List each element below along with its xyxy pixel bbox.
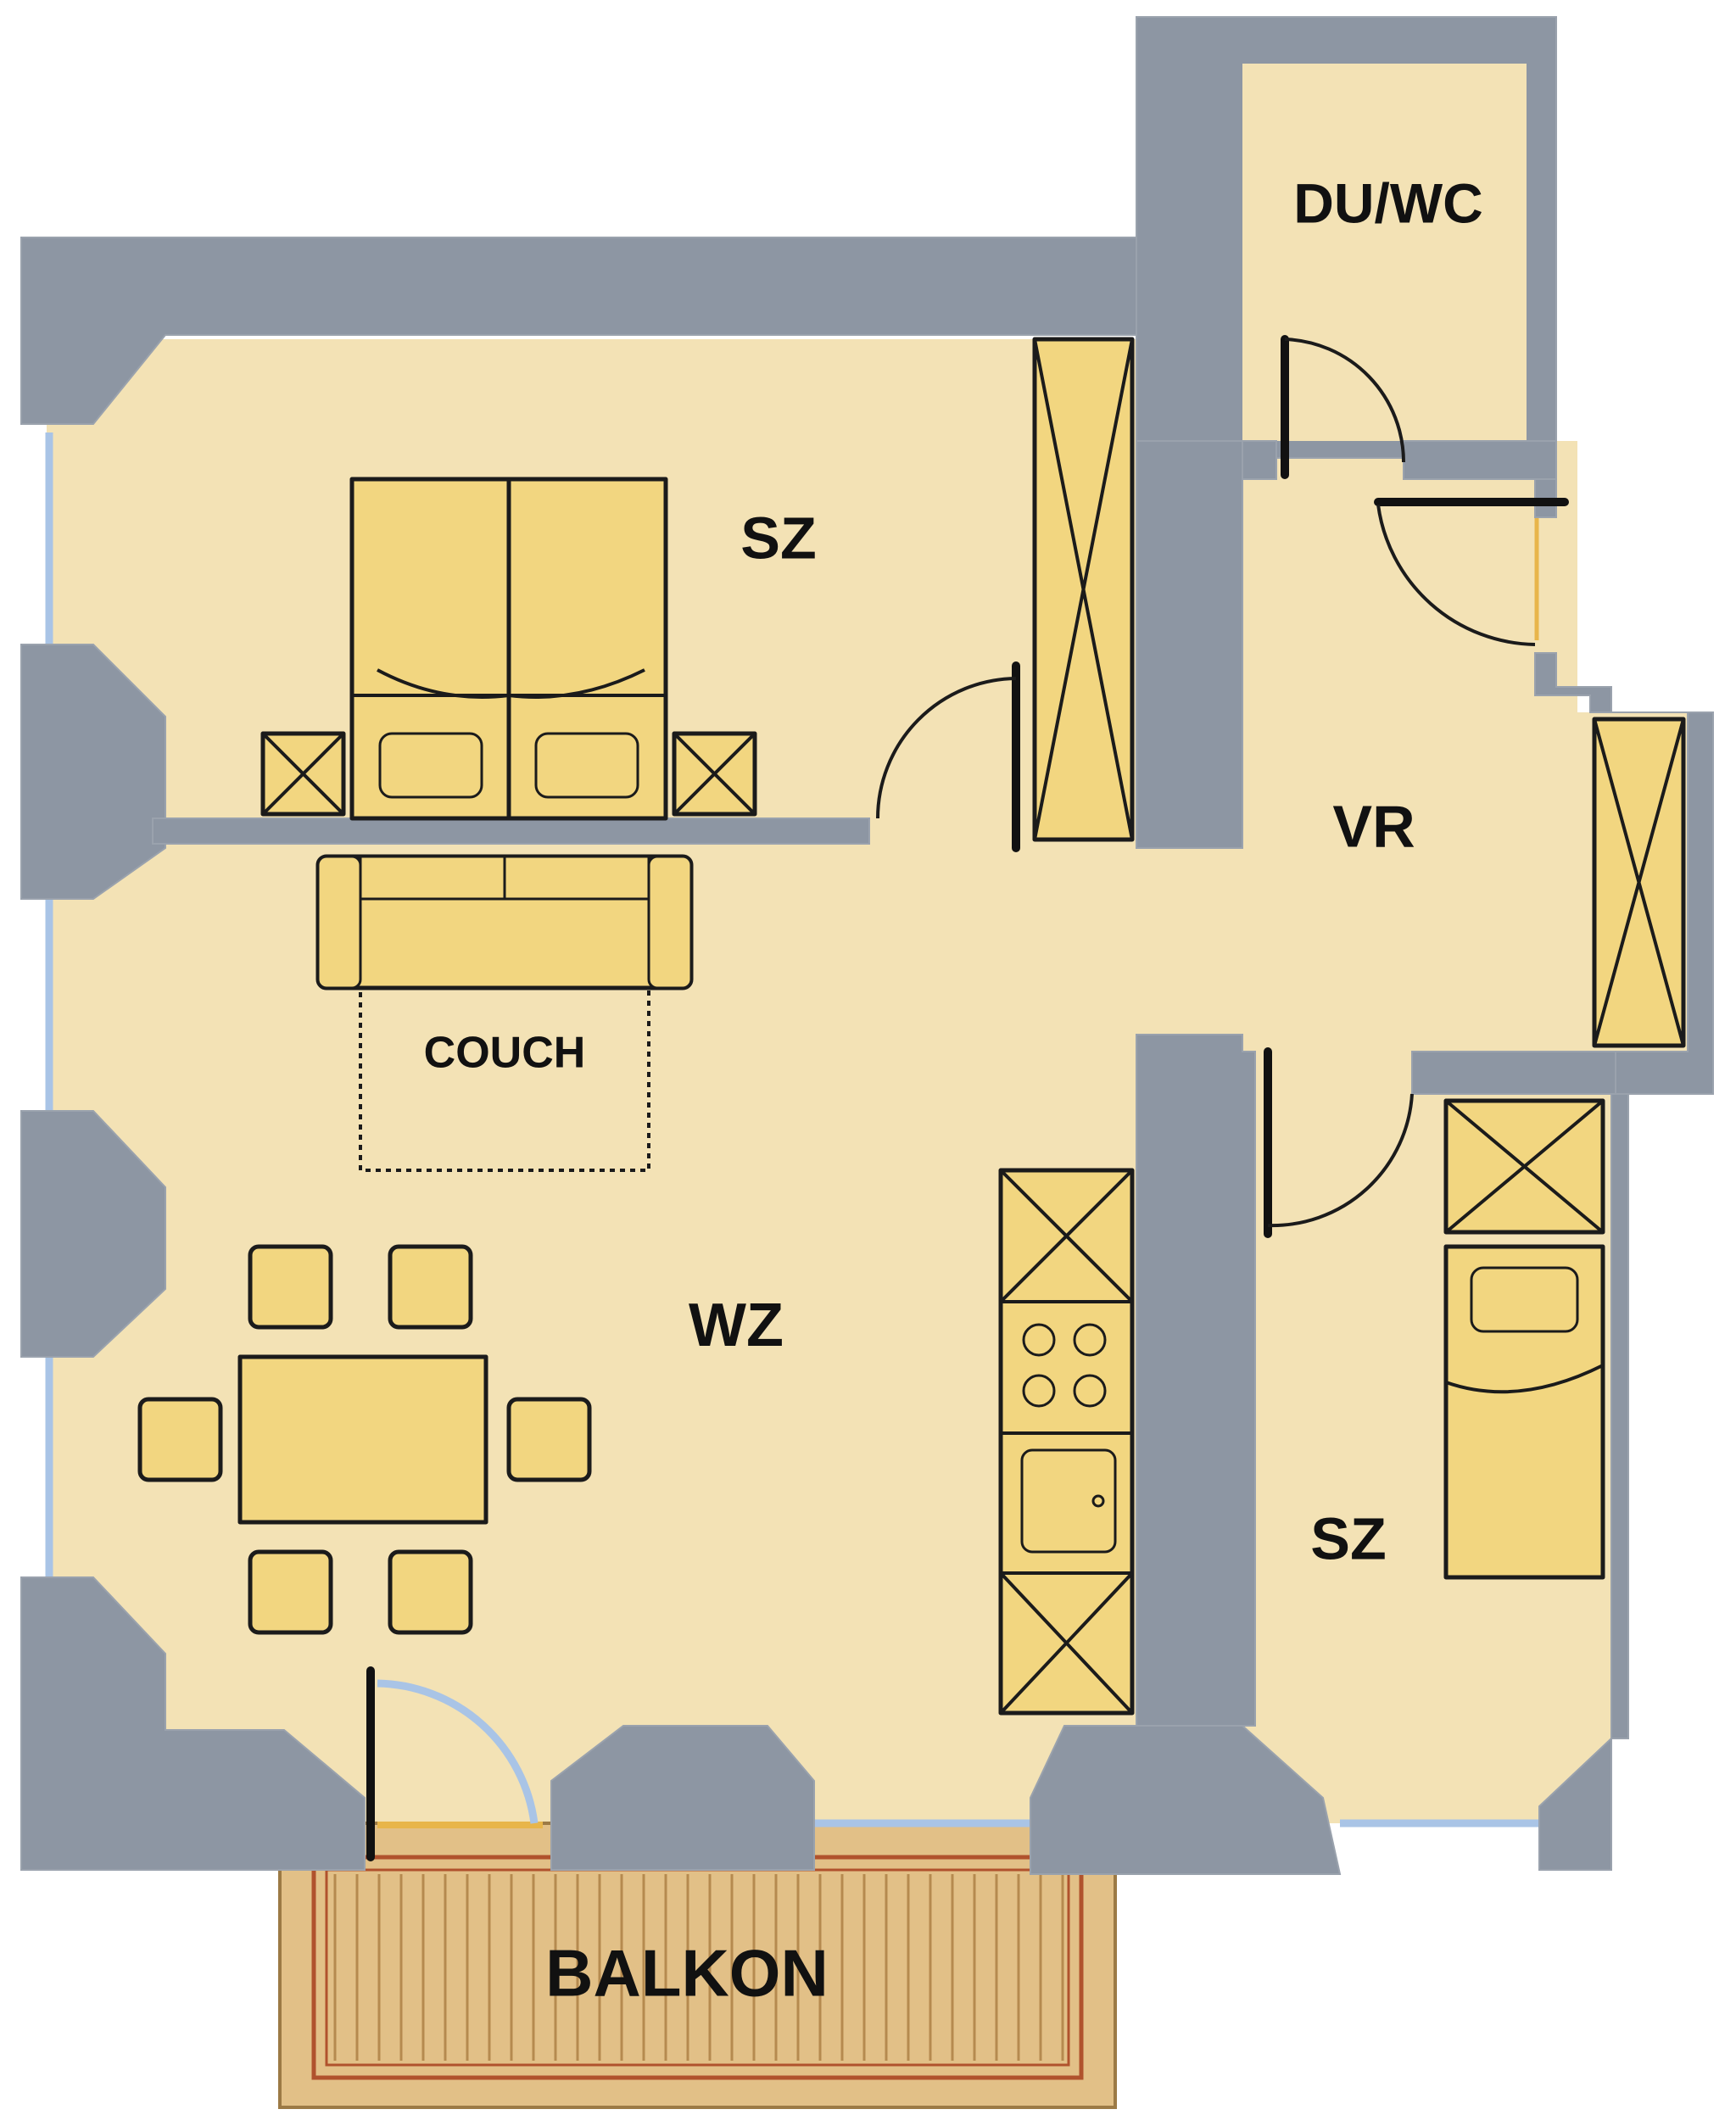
chair-bottom-left — [248, 1549, 333, 1635]
couch-cushion-right — [503, 855, 650, 901]
pillow-left — [378, 732, 483, 799]
wall-bottom-pier — [550, 1725, 815, 1871]
wall-bath-stub — [1242, 440, 1277, 480]
label-living: WZ — [689, 1292, 784, 1359]
chair-bottom-right — [388, 1549, 473, 1635]
stove-burner-3 — [1022, 1374, 1056, 1408]
wall-hall-left-upper — [1136, 440, 1243, 849]
label-bedroom-main: SZ — [740, 505, 816, 571]
kitchen-cabinet-bottom-cross — [999, 1571, 1134, 1715]
room-labels: DU/WC SZ VR COUCH WZ SZ BALKON — [424, 171, 1483, 2010]
chair-left — [137, 1397, 223, 1482]
stove-burner-4 — [1073, 1374, 1107, 1408]
couch-arm-right — [647, 855, 693, 990]
sink-drain — [1091, 1494, 1105, 1508]
pillow-right — [534, 732, 639, 799]
single-bed-pillow — [1470, 1266, 1579, 1333]
door-small-bedroom-arc — [1267, 1093, 1414, 1228]
nightstands — [260, 731, 757, 817]
couch-arm-left — [316, 855, 362, 990]
kitchen-counter — [998, 1168, 1135, 1716]
walls — [20, 16, 1714, 1875]
door-balcony-arc — [377, 1679, 539, 1824]
door-entrance-arc — [1376, 504, 1536, 646]
wall-left-bay-1 — [20, 644, 166, 900]
wall-small-bedroom-right — [1610, 1093, 1629, 1739]
nightstand-right-cross — [673, 732, 756, 816]
label-bedroom-small: SZ — [1310, 1505, 1386, 1571]
couch-cushion-left — [359, 855, 506, 901]
sink-basin — [1020, 1448, 1117, 1554]
small-bedroom-cabinet-cross — [1444, 1099, 1605, 1234]
label-couch: COUCH — [424, 1029, 586, 1078]
door-bathroom-arc — [1284, 338, 1405, 463]
dining-set — [137, 1244, 592, 1635]
chair-right — [506, 1397, 592, 1482]
single-bed-blanket — [1445, 1364, 1604, 1394]
floor-bathroom-overdraw — [1242, 64, 1527, 441]
kitchen — [998, 1168, 1135, 1716]
couch — [315, 854, 694, 1172]
wardrobe-hall — [1592, 717, 1686, 1048]
wardrobe-bedroom — [1032, 337, 1135, 842]
wall-column-lower — [1136, 1034, 1256, 1727]
wall-partition-bedroom — [152, 817, 870, 845]
small-bedroom-furniture — [1443, 1098, 1605, 1580]
label-bathroom: DU/WC — [1293, 171, 1483, 234]
label-balcony: BALKON — [545, 1936, 829, 2011]
chair-top-right — [388, 1244, 473, 1330]
stove-burner-1 — [1022, 1323, 1056, 1357]
wardrobe-hall-cross — [1593, 718, 1685, 1046]
chair-top-left — [248, 1244, 333, 1330]
label-hallway: VR — [1332, 793, 1415, 859]
double-bed — [349, 477, 668, 821]
wall-bottom-left — [20, 1576, 366, 1871]
dining-table — [237, 1354, 488, 1525]
windows — [45, 432, 1539, 1828]
door-bedroom-arc — [876, 677, 1017, 819]
nightstand-left-cross — [261, 732, 345, 816]
balcony-planks — [333, 1874, 1064, 2061]
doors — [366, 335, 1569, 1861]
wall-bath-bottom — [1403, 440, 1557, 480]
stove-burner-2 — [1073, 1323, 1107, 1357]
wall-hall-bedroom-horizontal — [1411, 1051, 1616, 1095]
kitchen-cabinet-top-cross — [999, 1169, 1134, 1303]
wall-left-bay-2 — [20, 1110, 166, 1358]
wardrobe-bedroom-cross — [1033, 338, 1134, 840]
